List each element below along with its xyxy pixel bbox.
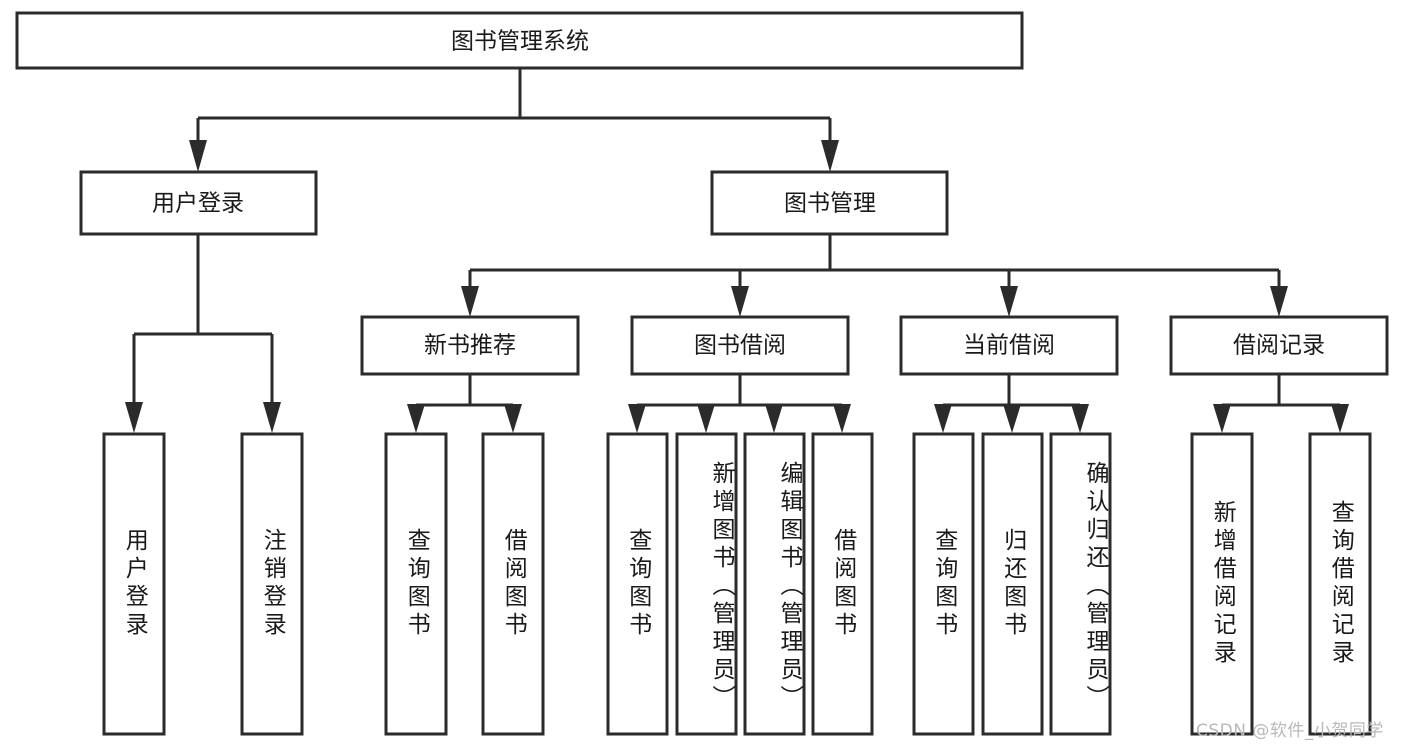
node-leaf-add-record-box[interactable]	[1190, 432, 1254, 736]
node-user-login-label: 用户登录	[152, 191, 244, 217]
node-book-management-label: 图书管理	[784, 191, 876, 217]
arrow-head-book-borrow	[731, 286, 749, 317]
node-user-login-box[interactable]	[79, 170, 318, 236]
node-leaf-query-record-box[interactable]	[1308, 432, 1372, 736]
node-leaf-user-login-box[interactable]	[102, 432, 166, 736]
arrow-head-leaf-logout-login	[263, 402, 281, 433]
connector-book-borrow-to-leaves	[628, 374, 851, 433]
node-new-book-recommend-label: 新书推荐	[424, 333, 516, 359]
node-current-borrow-box[interactable]	[899, 315, 1119, 376]
node-book-borrow-box[interactable]	[630, 315, 850, 376]
node-book-borrow-label: 图书借阅	[694, 333, 786, 359]
node-leaf-return-book-box[interactable]	[981, 432, 1044, 736]
arrow-head-leaf-borrow-book-2	[833, 404, 851, 433]
arrow-head-borrow-record	[1270, 286, 1288, 317]
connector-root-to-level2	[189, 68, 839, 172]
node-leaf-logout-login-box[interactable]	[240, 432, 304, 736]
node-borrow-record-label: 借阅记录	[1233, 333, 1325, 359]
arrow-head-book-management	[821, 140, 839, 172]
node-leaf-borrow-book-2-box[interactable]	[811, 432, 874, 736]
arrow-head-leaf-query-book-1	[407, 404, 425, 433]
arrow-head-new-book-recommend	[461, 286, 479, 317]
arrow-head-leaf-add-book	[697, 404, 715, 433]
connector-current-borrow-to-leaves	[934, 374, 1089, 433]
node-leaf-edit-book-box[interactable]	[743, 432, 806, 736]
node-leaf-query-book-1-box[interactable]	[384, 432, 448, 736]
arrow-head-current-borrow	[1000, 286, 1018, 317]
arrow-head-leaf-edit-book	[765, 404, 783, 433]
csdn-watermark: CSDN @软件_小贺同学	[1196, 721, 1384, 741]
arrow-head-user-login	[189, 140, 207, 172]
node-borrow-record-box[interactable]	[1169, 315, 1389, 376]
connector-new-book-recommend-to-leaves	[407, 374, 522, 433]
node-leaf-query-book-3-box[interactable]	[912, 432, 975, 736]
arrow-head-leaf-query-record	[1331, 404, 1349, 433]
node-new-book-recommend-box[interactable]	[360, 315, 580, 376]
node-leaf-query-book-2-box[interactable]	[606, 432, 669, 736]
node-leaf-confirm-return-box[interactable]	[1049, 432, 1112, 736]
node-leaf-borrow-book-1-box[interactable]	[481, 432, 545, 736]
node-leaf-add-book-box[interactable]	[675, 432, 738, 736]
node-book-management-box[interactable]	[710, 170, 949, 236]
arrow-head-leaf-borrow-book-1	[504, 404, 522, 433]
connector-borrow-record-to-leaves	[1213, 374, 1349, 433]
arrow-head-leaf-query-book-2	[628, 404, 646, 433]
arrow-head-leaf-return-book	[1003, 404, 1021, 433]
arrow-head-leaf-query-book-3	[934, 404, 952, 433]
node-current-borrow-label: 当前借阅	[963, 333, 1055, 359]
arrow-head-leaf-add-record	[1213, 404, 1231, 433]
node-root-box[interactable]	[15, 11, 1024, 70]
node-root-label: 图书管理系统	[451, 29, 589, 55]
arrow-head-leaf-user-login	[125, 402, 143, 433]
arrow-head-leaf-confirm-return	[1071, 404, 1089, 433]
connector-book-management-to-level3	[461, 234, 1288, 317]
connector-user-login-to-leaves	[125, 234, 281, 433]
